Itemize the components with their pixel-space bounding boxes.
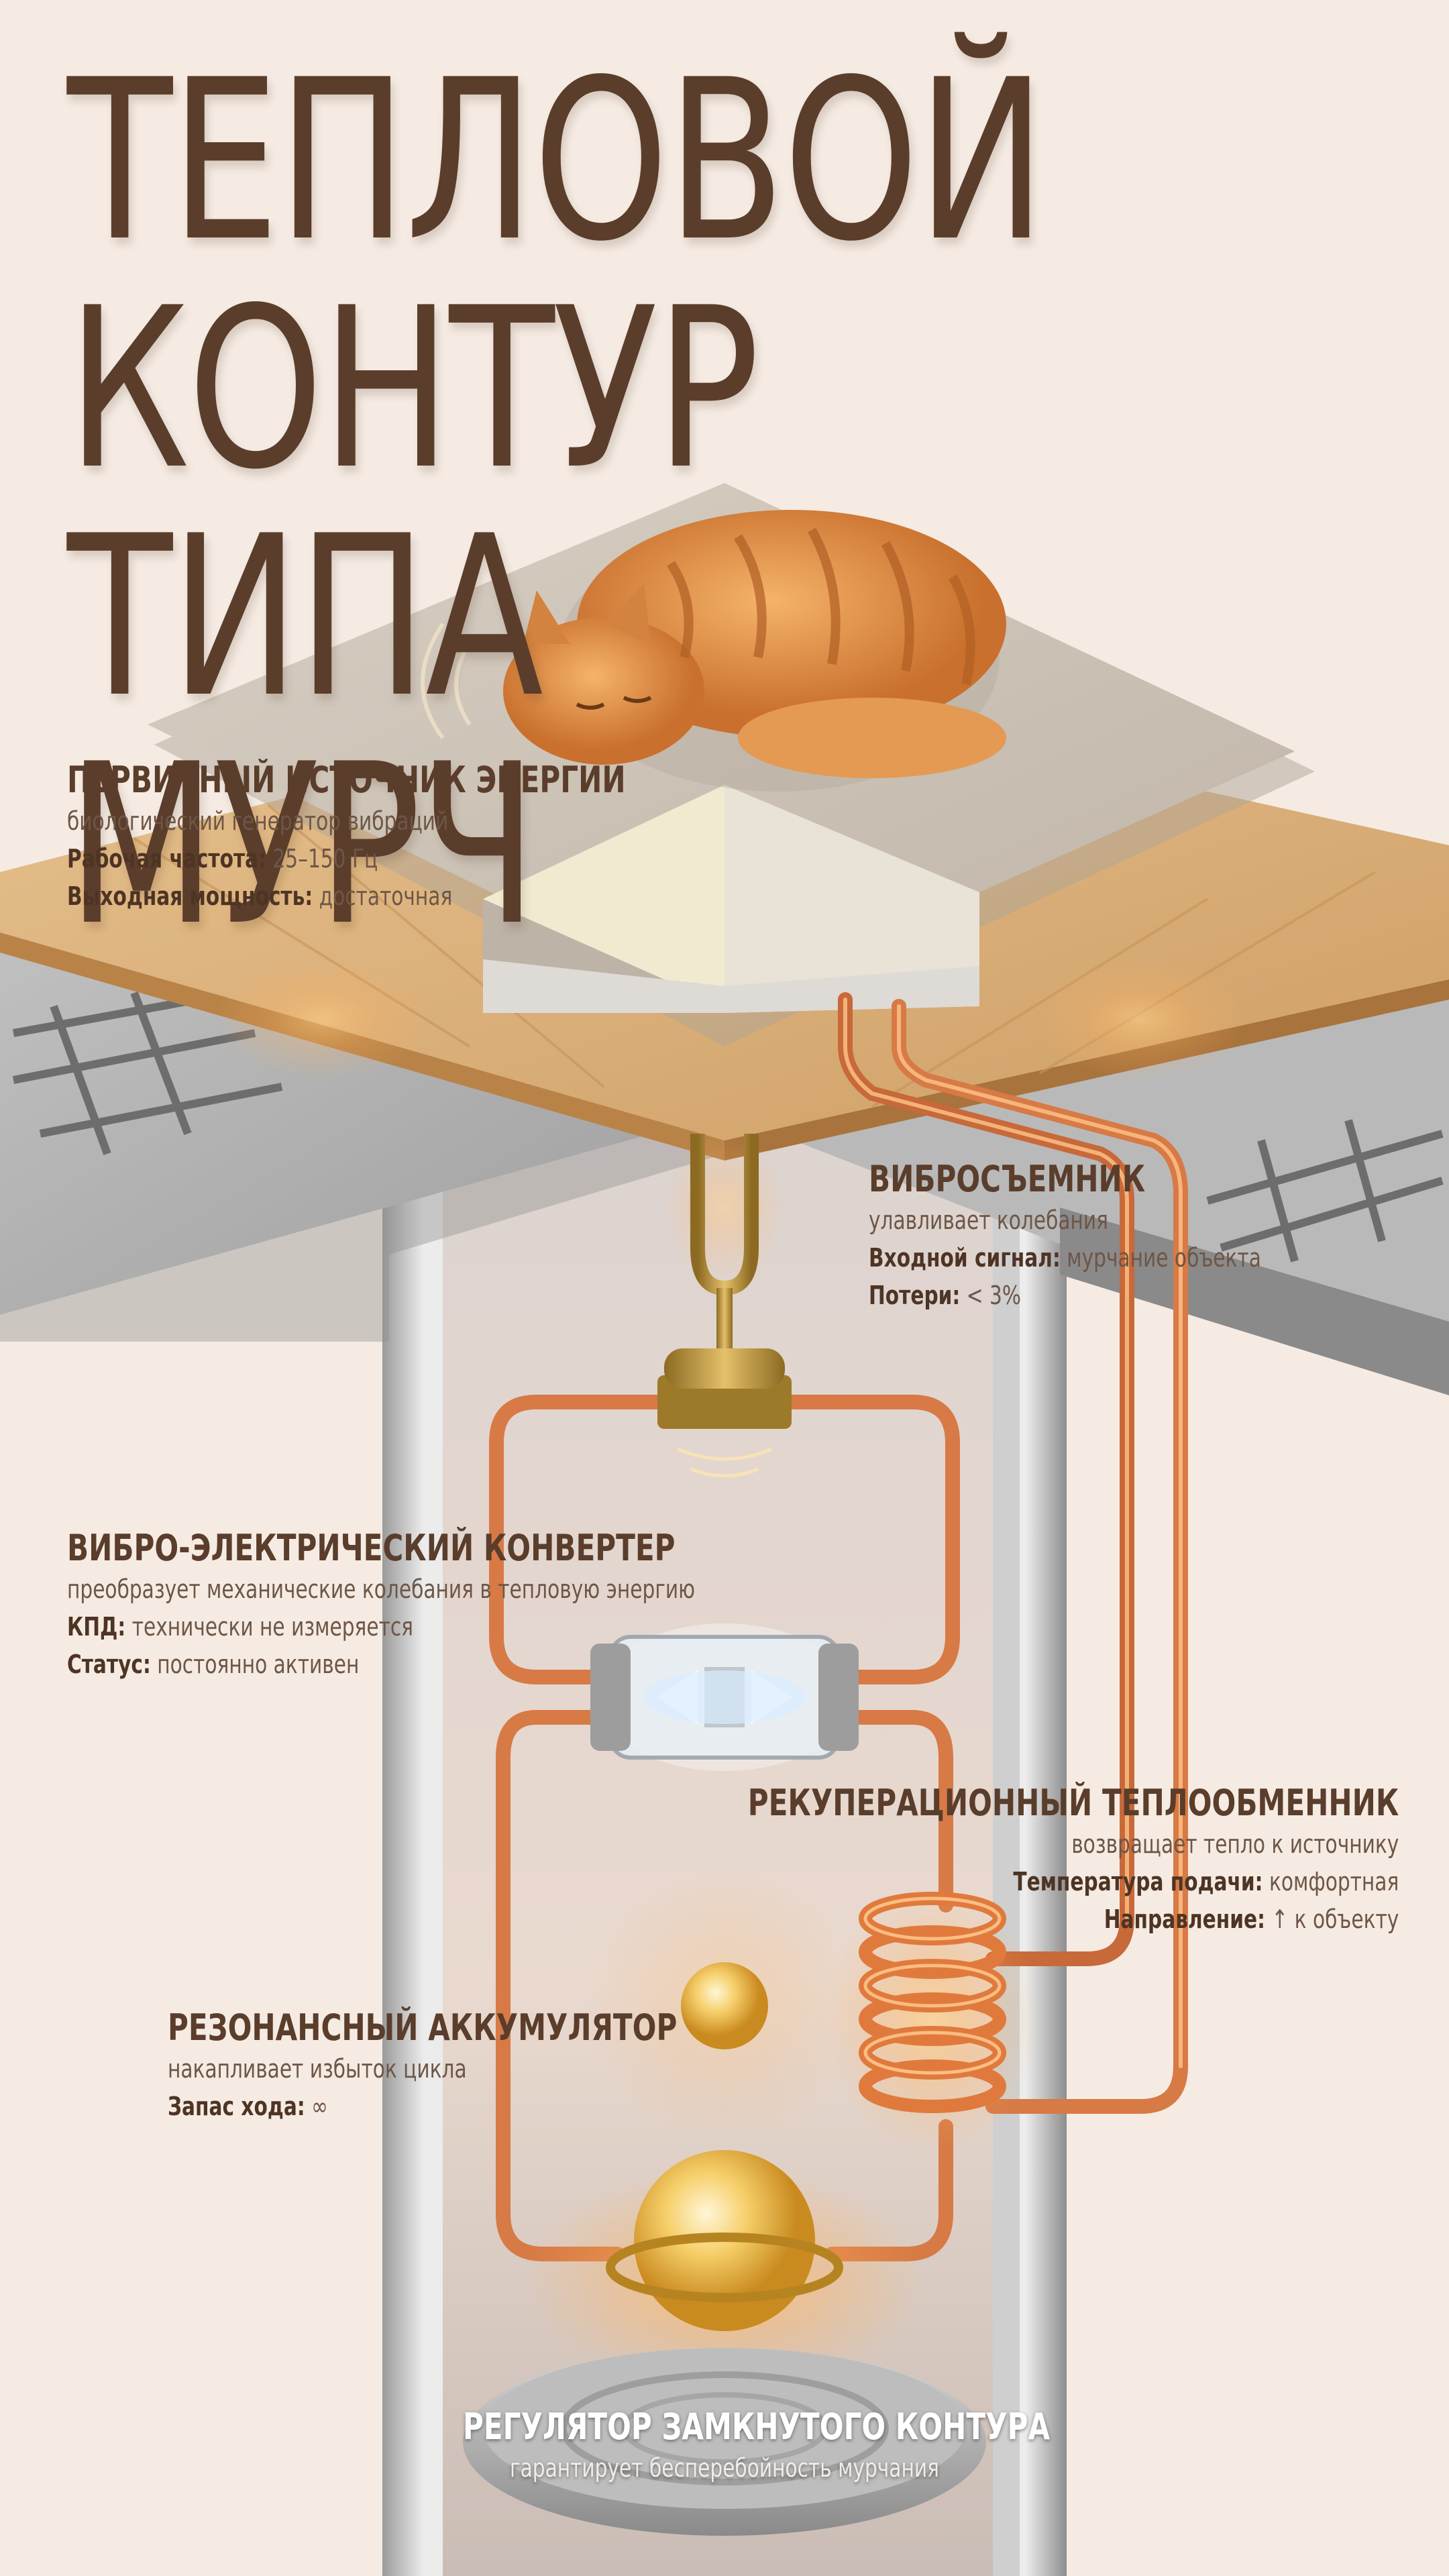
callout-heading: ВИБРОСЪЕМНИК [869,1158,1146,1200]
callout-heading: РЕКУПЕРАЦИОННЫЙ ТЕПЛООБМЕННИК [747,1782,1399,1824]
callout-row: Направление: ↑ к объекту [747,1900,1399,1938]
callout-row: Потери: < 3% [869,1277,1261,1314]
row-value: достаточная [319,881,453,911]
row-key: КПД: [67,1612,126,1642]
row-key: Направление: [1104,1904,1265,1934]
callout-heading: ПЕРВИЧНЫЙ ИСТОЧНИК ЭНЕРГИИ [67,759,626,801]
row-key: Рабочая частота: [67,844,266,873]
callout-description: возвращает тепло к источнику [1071,1829,1399,1859]
callout-regulator: РЕГУЛЯТОР ЗАМКНУТОГО КОНТУРА гарантирует… [389,2405,1060,2487]
title-line-1: Тепловой [67,32,1046,290]
row-key: Температура подачи: [1013,1867,1263,1896]
callout-row: Выходная мощность: достаточная [67,877,626,915]
callout-row: КПД: технически не измеряется [67,1608,695,1646]
callout-row: Запас хода: ∞ [168,2088,677,2125]
row-value: ∞ [311,2092,328,2121]
regulator-plate [463,2348,986,2536]
callout-description: улавливает колебания [869,1205,1109,1235]
title-line-2: контур типа [67,260,760,746]
crystal-converter-icon [590,1623,859,1771]
cat-illustration [421,510,1006,792]
callout-vibration-pickup: ВИБРОСЪЕМНИК улавливает колебания Входно… [869,1157,1372,1314]
row-value: 25–150 Гц [272,844,378,873]
cushion [148,483,1315,1046]
callout-description: накапливает избыток цикла [168,2054,467,2084]
row-key: Запас хода: [168,2092,305,2121]
callout-row: Статус: постоянно активен [67,1646,695,1683]
callout-row: Входной сигнал: мурчание объекта [869,1239,1261,1277]
callout-energy-source: ПЕРВИЧНЫЙ ИСТОЧНИК ЭНЕРГИИ биологический… [67,758,783,915]
vibration-waves [421,623,472,739]
row-value: ↑ к объекту [1271,1904,1399,1934]
callout-description: гарантирует бесперебойность мурчания [510,2453,939,2483]
callout-heat-exchanger: РЕКУПЕРАЦИОННЫЙ ТЕПЛООБМЕННИК возвращает… [564,1781,1399,1938]
callout-row: Рабочая частота: 25–150 Гц [67,840,626,877]
row-value: мурчание объекта [1067,1243,1261,1273]
row-value: постоянно активен [157,1650,360,1679]
coil-icon [825,1885,1040,2153]
title-line-3: МУРЧ [67,716,537,974]
row-value: комфортная [1269,1867,1399,1896]
callout-heading: РЕЗОНАНСНЫЙ АККУМУЛЯТОР [168,2006,678,2049]
row-key: Входной сигнал: [869,1243,1061,1273]
callout-description: преобразует механические колебания в теп… [67,1574,696,1604]
callout-description: биологический генератор вибраций [67,806,449,836]
row-value: технически не измеряется [131,1612,413,1642]
callout-row: Температура подачи: комфортная [747,1863,1399,1900]
callout-heading: ВИБРО-ЭЛЕКТРИЧЕСКИЙ КОНВЕРТЕР [67,1527,676,1569]
callout-heading: РЕГУЛЯТОР ЗАМКНУТОГО КОНТУРА [463,2406,1051,2448]
row-value: < 3% [966,1281,1022,1310]
callout-accumulator: РЕЗОНАНСНЫЙ АККУМУЛЯТОР накапливает избы… [168,2006,821,2125]
copper-riser-pipes [838,992,1188,2114]
orb-icon [584,1865,865,2147]
callout-converter: ВИБРО-ЭЛЕКТРИЧЕСКИЙ КОНВЕРТЕР преобразуе… [67,1526,872,1683]
floor-glow [215,959,1248,1080]
tuning-fork-icon [657,1134,792,1478]
page-title: Тепловой контур типа МУРЧ [67,47,1145,959]
row-key: Статус: [67,1650,151,1679]
accumulator-sphere [523,2150,926,2395]
row-key: Потери: [869,1281,961,1310]
row-key: Выходная мощность: [67,881,313,911]
